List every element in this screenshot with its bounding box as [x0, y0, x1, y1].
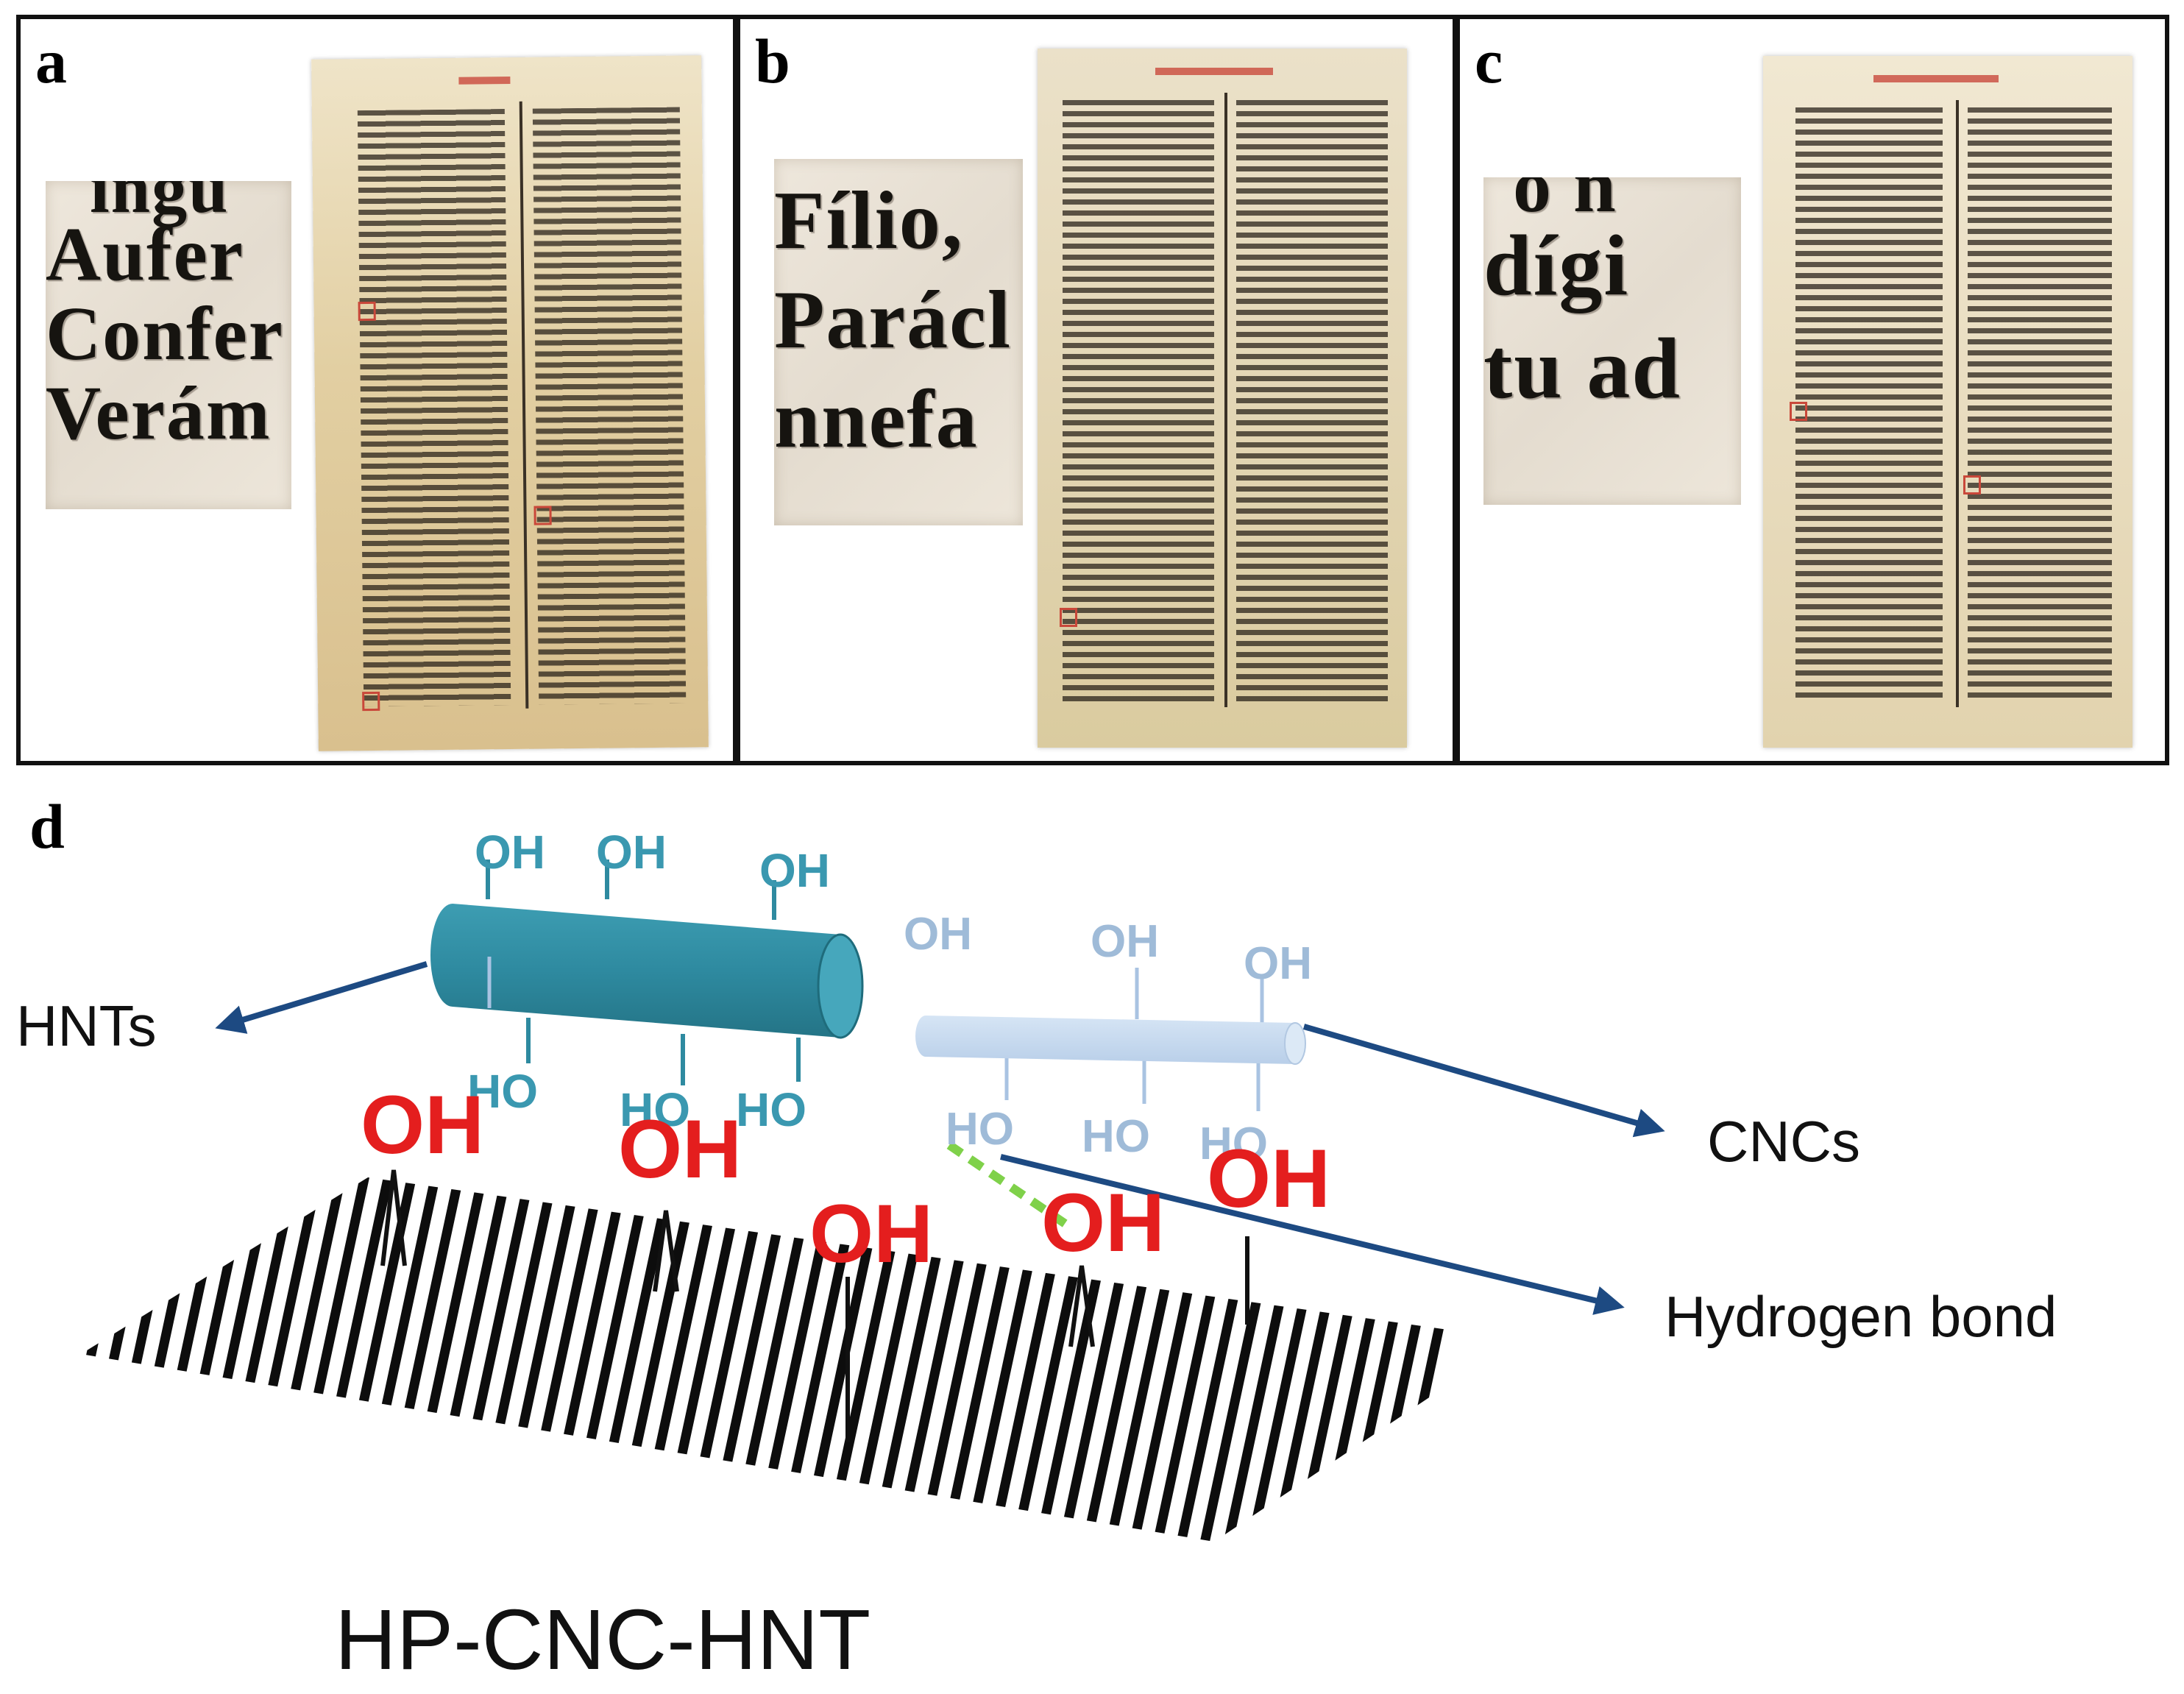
hnt-oh-label: OH	[596, 826, 667, 879]
cnc-oh-label: OH	[904, 909, 972, 960]
missal-page-photo	[1763, 56, 2132, 748]
panel-letter: a	[35, 26, 67, 96]
hnt-ho-label: HO	[736, 1083, 806, 1136]
hnt-oh-label: OH	[759, 844, 830, 897]
hnt-ho-label: HO	[620, 1083, 690, 1136]
hnt-nanotube	[430, 860, 864, 1085]
zoom-text-line: Parácl	[774, 274, 1012, 366]
paper-oh-label: OH	[1041, 1177, 1165, 1269]
panel-letter: c	[1475, 26, 1503, 96]
hydrogen-bond-label: Hydrogen bond	[1664, 1284, 2057, 1349]
zoomed-text-image: o n dígi tu ad	[1483, 177, 1741, 505]
paper-oh-label: OH	[361, 1079, 484, 1171]
cnc-ho-label: HO	[946, 1104, 1014, 1155]
zoom-text-line: Confer	[46, 291, 284, 376]
paper-stripe	[81, 1177, 93, 1542]
zoom-text-line: Aufer	[46, 212, 244, 297]
paper-surface-bonds	[380, 1169, 1249, 1442]
cnc-ho-label: HO	[1082, 1111, 1150, 1162]
zoom-text-line: Verám	[46, 371, 272, 456]
zoom-text-line: nnefa	[774, 374, 979, 465]
panel-letter: b	[755, 26, 790, 96]
panel-a: a ingu Aufer Confer Verám	[16, 15, 737, 765]
hp-cnc-hnt-label: HP-CNC-HNT	[335, 1592, 871, 1687]
paper-oh-label: OH	[809, 1188, 933, 1280]
zoom-text-line: tu ad	[1483, 320, 1682, 417]
cncs-label: CNCs	[1707, 1109, 1860, 1174]
hnt-oh-label: OH	[475, 826, 545, 879]
paper-oh-label: OH	[618, 1103, 742, 1195]
zoomed-text-image: ingu Aufer Confer Verám	[46, 181, 291, 509]
hnts-label: HNTs	[16, 993, 157, 1058]
arrow-to-hnts	[215, 961, 428, 1034]
panel-letter: d	[29, 791, 65, 862]
cnc-rod	[487, 957, 1306, 1111]
missal-page-photo	[1038, 49, 1407, 748]
arrow-to-cncs	[1302, 1024, 1665, 1138]
hnt-ho-label: HO	[467, 1065, 538, 1118]
paper-oh-label: OH	[1207, 1133, 1330, 1225]
panel-b: b Fílio, Parácl nnefa	[736, 15, 1457, 765]
panel-c: c o n dígi tu ad	[1456, 15, 2169, 765]
zoomed-text-image: Fílio, Parácl nnefa	[774, 159, 1023, 525]
cnc-oh-label: OH	[1244, 938, 1312, 989]
cnc-ho-label: HO	[1199, 1119, 1268, 1169]
cnc-oh-label: OH	[1091, 916, 1159, 967]
arrow-to-hydrogen-bond	[1000, 1154, 1625, 1315]
zoom-text-line: Fílio,	[774, 175, 964, 266]
zoom-text-line: dígi	[1483, 217, 1630, 313]
